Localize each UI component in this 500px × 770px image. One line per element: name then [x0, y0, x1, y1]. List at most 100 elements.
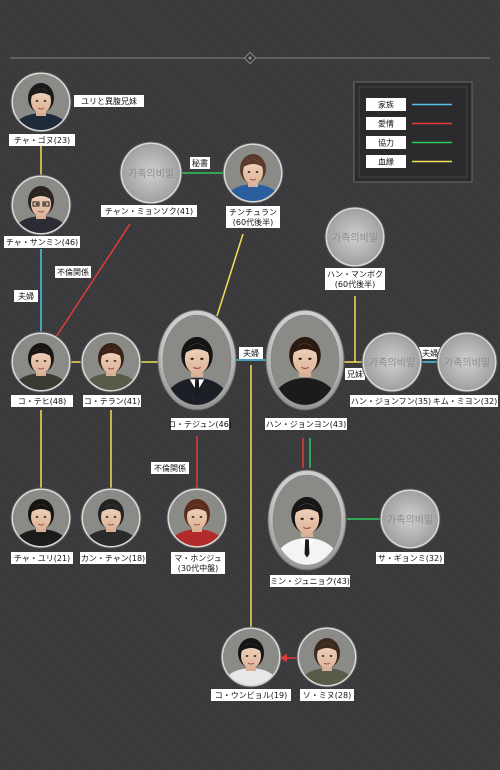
- relation-label-box: [14, 290, 38, 302]
- portrait-photo: [271, 315, 339, 405]
- name-label-box: [432, 395, 498, 407]
- name-label-box: [4, 236, 80, 248]
- name-label-box: [83, 395, 141, 407]
- person-ko-tehi[interactable]: コ・テヒ(48): [10, 331, 73, 407]
- relation-label-box: [74, 95, 144, 107]
- name-label-box: [101, 205, 197, 217]
- person-name: コ・テジュン(46): [168, 420, 232, 429]
- legend-label: 愛情: [378, 119, 394, 129]
- relation-label: 夫婦: [243, 348, 259, 358]
- placeholder-photo: [364, 334, 420, 390]
- person-ko-teran[interactable]: コ・テラン(41): [80, 331, 142, 407]
- portrait-photo: [225, 145, 281, 201]
- portrait-photo: [223, 629, 279, 685]
- person-name: チャ・サンミン(46): [6, 238, 78, 247]
- person-name: カン・チャン(18): [81, 554, 145, 563]
- arrow-head-icon: [280, 654, 287, 662]
- placeholder-logo-text: 가족의비밀: [387, 514, 433, 526]
- relation-label: 秘書: [192, 158, 208, 168]
- relation-label-box: [190, 157, 210, 169]
- person-han-jongyon[interactable]: ハン・ジョンヨン(43): [265, 309, 347, 430]
- relation-label: ユリと異腹兄妹: [81, 96, 137, 106]
- legend-label-box: [366, 98, 406, 111]
- relation-label-box: [419, 347, 441, 359]
- name-label-box: [270, 575, 350, 587]
- person-han-jonghun[interactable]: 가족의비밀 ハン・ジョンフン(35): [350, 331, 432, 407]
- name-label-box: [226, 206, 280, 228]
- person-name: コ・ウンビョル(19): [215, 691, 287, 700]
- name-label-box: [325, 268, 385, 290]
- portrait-photo: [273, 475, 341, 565]
- name-label-box: [11, 395, 73, 407]
- person-name: ソ・ミヌ(28): [303, 691, 351, 700]
- legend-label: 協力: [378, 138, 394, 148]
- people-nodes: チャ・ゴヌ(23) チャ・サンミン(46) 가족의비밀 チャン・ミョンソク(41) チン…: [4, 71, 498, 701]
- name-label-box: [11, 552, 73, 564]
- person-chin-churan[interactable]: チンチュラン(60代後半): [222, 142, 284, 228]
- name-label-box: [171, 552, 225, 574]
- placeholder-photo: [327, 209, 383, 265]
- placeholder-photo: [122, 144, 180, 202]
- person-cha-sanmin[interactable]: チャ・サンミン(46): [4, 174, 80, 248]
- person-name: マ・ホンジュ(30代中盤): [174, 554, 221, 573]
- relation-label: 兄妹: [347, 369, 363, 379]
- person-name: サ・ギョンミ(32): [378, 554, 442, 563]
- placeholder-photo: [439, 334, 495, 390]
- portrait-photo: [169, 490, 225, 546]
- placeholder-photo: [382, 491, 438, 547]
- portrait-photo: [83, 490, 139, 546]
- relation-label-box: [151, 462, 189, 474]
- person-name: チャ・ユリ(21): [14, 554, 70, 563]
- person-cha-gowoo[interactable]: チャ・ゴヌ(23): [9, 71, 75, 146]
- legend-label-box: [366, 136, 406, 149]
- name-label-box: [211, 689, 291, 701]
- placeholder-logo-text: 가족의비밀: [444, 357, 490, 369]
- line-jang-tehi: [53, 223, 131, 341]
- name-label-box: [171, 418, 229, 430]
- person-min-junhyuk[interactable]: ミン・ジュニョク(43): [267, 469, 350, 587]
- legend-label: 家族: [378, 100, 394, 110]
- relation-label: 夫婦: [422, 348, 438, 358]
- person-name: キム・ミヨン(32): [433, 397, 497, 406]
- relation-label: 不倫関係: [57, 267, 89, 277]
- relation-label-box: [345, 368, 365, 380]
- person-name: ハン・ジョンフン(35): [351, 397, 431, 406]
- portrait-photo: [83, 334, 139, 390]
- top-ornament: [10, 51, 490, 65]
- person-name: ミン・ジュニョク(43): [270, 577, 350, 586]
- name-label-box: [300, 689, 354, 701]
- person-jang-myungsook[interactable]: 가족의비밀 チャン・ミョンソク(41): [101, 141, 197, 217]
- person-so-mino[interactable]: ソ・ミヌ(28): [296, 626, 358, 701]
- person-name: チャン・ミョンソク(41): [105, 207, 193, 216]
- placeholder-logo-text: 가족의비밀: [128, 168, 174, 180]
- portrait-photo: [13, 177, 69, 233]
- person-ko-tejun[interactable]: コ・テジュン(46): [157, 309, 237, 430]
- portrait-photo: [13, 74, 69, 130]
- person-name: ハン・ジョンヨン(43): [266, 420, 346, 429]
- name-label-box: [9, 134, 75, 146]
- portrait-photo: [13, 490, 69, 546]
- person-kim-mijon[interactable]: 가족의비밀 キム・ミヨン(32): [432, 331, 498, 407]
- person-name: コ・テヒ(48): [18, 397, 66, 406]
- person-name: チンチュラン(60代後半): [229, 208, 277, 227]
- placeholder-logo-text: 가족의비밀: [369, 357, 415, 369]
- person-ko-unbyol[interactable]: コ・ウンビョル(19): [211, 626, 291, 701]
- legend-label: 血縁: [378, 157, 394, 167]
- portrait-photo: [163, 315, 231, 405]
- legend-label-box: [366, 117, 406, 130]
- person-cha-yuri[interactable]: チャ・ユリ(21): [10, 487, 73, 564]
- placeholder-logo-text: 가족의비밀: [332, 232, 378, 244]
- relation-label: 夫婦: [18, 291, 34, 301]
- relation-label-box: [55, 266, 91, 278]
- person-ma-honju[interactable]: マ・ホンジュ(30代中盤): [166, 487, 228, 574]
- name-label-box: [350, 395, 432, 407]
- line-chin-tejun: [216, 233, 244, 317]
- portrait-photo: [13, 334, 69, 390]
- name-label-box: [376, 552, 444, 564]
- person-sa-gyomi[interactable]: 가족의비밀 サ・ギョンミ(32): [376, 488, 444, 564]
- person-kang-chan[interactable]: カン・チャン(18): [80, 487, 146, 564]
